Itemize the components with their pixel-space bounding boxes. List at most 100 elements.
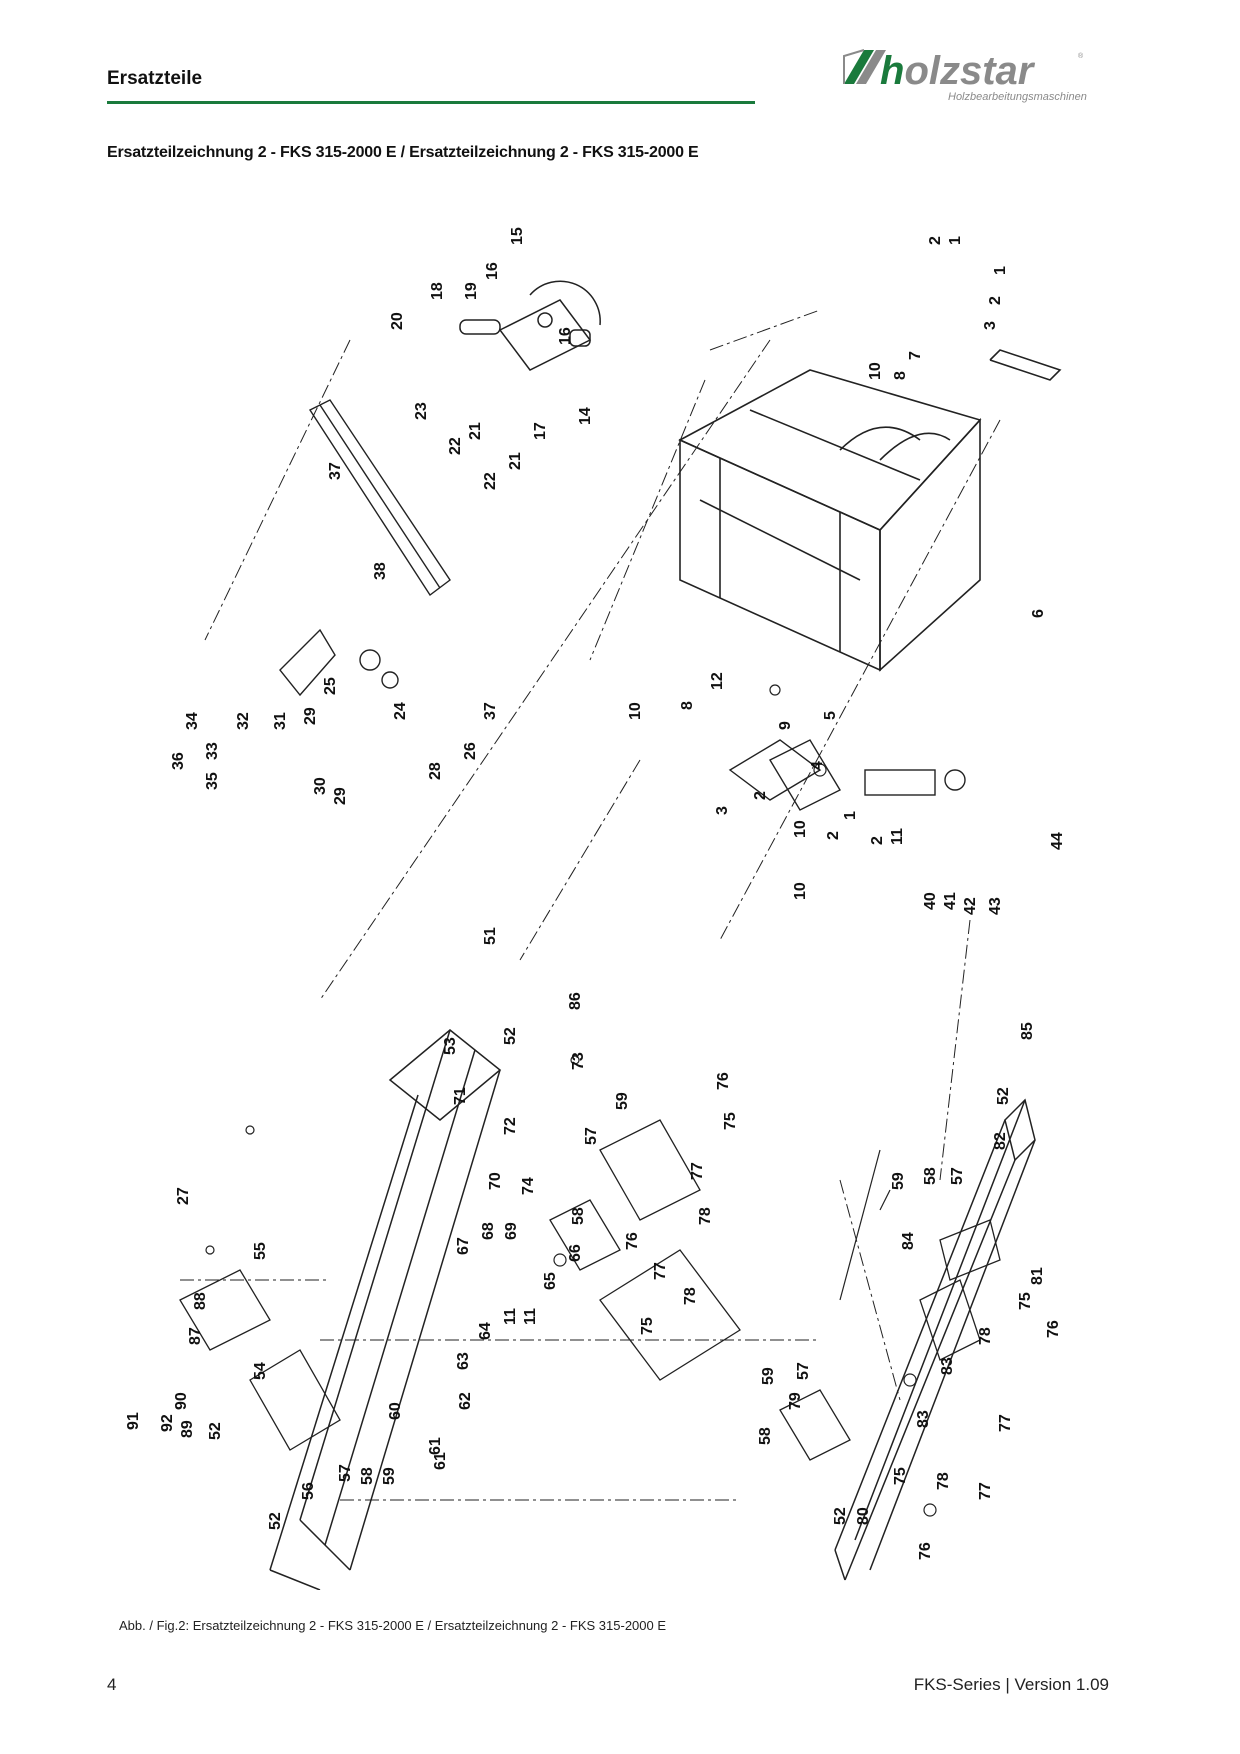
part-number: 16 [557,327,574,345]
part-number: 86 [567,992,584,1010]
part-number: 65 [542,1272,559,1290]
part-number: 60 [387,1402,404,1420]
part-number: 51 [482,927,499,945]
part-number: 70 [487,1172,504,1190]
part-number: 3 [982,321,999,330]
part-number: 57 [583,1127,600,1145]
part-number: 38 [372,562,389,580]
part-number: 14 [577,407,594,425]
part-number: 57 [337,1464,354,1482]
part-number: 63 [455,1352,472,1370]
part-number: 92 [159,1414,176,1432]
part-number: 59 [760,1367,777,1385]
svg-text:Holzbearbeitungsmaschinen: Holzbearbeitungsmaschinen [948,91,1087,103]
part-number: 58 [922,1167,939,1185]
svg-text:®: ® [1078,52,1084,60]
part-number: 68 [480,1222,497,1240]
part-number: 90 [173,1392,190,1410]
part-number: 59 [381,1467,398,1485]
part-number: 83 [939,1357,956,1375]
part-number: 2 [752,791,769,800]
part-number: 2 [987,296,1004,305]
part-number: 42 [962,897,979,915]
part-number: 15 [509,227,526,245]
part-number: 4 [809,761,826,770]
part-number: 62 [457,1392,474,1410]
part-number: 89 [179,1420,196,1438]
part-number: 32 [235,712,252,730]
part-number: 1 [842,811,859,820]
part-number: 59 [614,1092,631,1110]
part-number: 78 [977,1327,994,1345]
part-number: 11 [522,1308,539,1325]
part-number: 6 [1030,609,1047,618]
part-number: 79 [787,1392,804,1410]
part-number: 10 [627,702,644,720]
figure-caption: Abb. / Fig.2: Ersatzteilzeichnung 2 - FK… [119,1618,667,1633]
part-number: 37 [482,702,499,720]
part-number: 52 [502,1027,519,1045]
part-number: 85 [1019,1022,1036,1040]
section-title: Ersatzteile [107,68,203,89]
part-number: 71 [452,1087,469,1105]
part-number: 83 [915,1410,932,1428]
part-number: 9 [777,721,794,730]
part-number: 27 [175,1187,192,1205]
part-number: 76 [624,1232,641,1250]
part-number-callouts: 1 1 2 2 3 7 8 10 15 16 16 18 19 20 23 14… [125,227,1066,1560]
part-number: 21 [507,452,524,470]
part-number: 8 [892,371,909,380]
part-number: 1 [992,266,1009,275]
part-number: 76 [1045,1320,1062,1338]
part-number: 57 [795,1362,812,1380]
part-number: 17 [532,422,549,440]
part-number: 31 [272,712,289,730]
part-number: 28 [427,762,444,780]
part-number: 52 [995,1087,1012,1105]
part-number: 16 [484,262,501,280]
part-number: 2 [825,831,842,840]
part-number: 77 [689,1162,706,1180]
part-number: 12 [709,672,726,690]
part-number: 75 [722,1112,739,1130]
part-number: 11 [502,1308,519,1325]
part-number: 69 [503,1222,520,1240]
part-number: 61 [432,1452,449,1470]
part-number: 40 [922,892,939,910]
part-number: 58 [359,1467,376,1485]
part-number: 58 [757,1427,774,1445]
part-number: 44 [1049,832,1066,850]
part-number: 61 [427,1437,444,1455]
part-number: 11 [889,828,906,845]
part-number: 54 [252,1362,269,1380]
part-number: 3 [714,806,731,815]
part-number: 10 [867,362,884,380]
part-number: 29 [302,707,319,725]
part-number: 26 [462,742,479,760]
part-number: 7 [907,351,924,360]
part-number: 19 [463,282,480,300]
part-number: 43 [987,897,1004,915]
part-number: 78 [682,1287,699,1305]
part-number: 36 [170,752,187,770]
part-number: 76 [715,1072,732,1090]
part-number: 82 [992,1132,1009,1150]
part-number: 5 [822,711,839,720]
logo-mark [843,49,886,84]
part-number: 30 [312,777,329,795]
drawing-linework [179,280,1062,1590]
part-number: 22 [482,472,499,490]
part-number: 1 [947,236,964,245]
part-number: 77 [977,1482,994,1500]
svg-text:holzstar: holzstar [880,49,1036,93]
part-number: 75 [639,1317,656,1335]
part-number: 2 [869,836,886,845]
part-number: 58 [570,1207,587,1225]
part-number: 87 [187,1327,204,1345]
drawing-title: Ersatzteilzeichnung 2 - FKS 315-2000 E /… [107,144,699,161]
part-number: 8 [679,701,696,710]
part-number: 81 [1029,1267,1046,1285]
part-number: 37 [327,462,344,480]
part-number: 74 [520,1177,537,1195]
